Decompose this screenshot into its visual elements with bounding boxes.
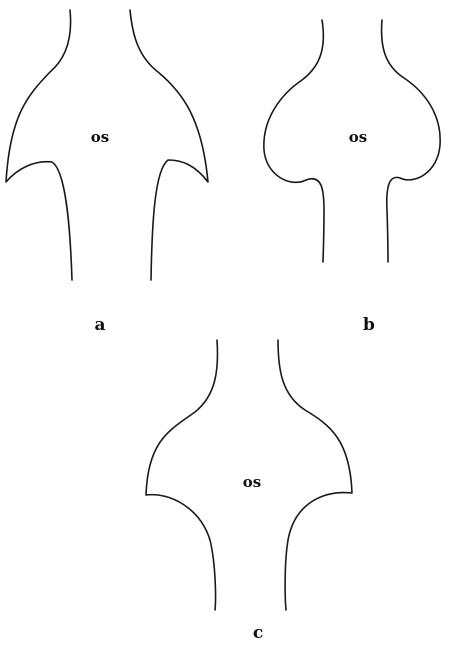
panel-a-caption: a <box>94 315 105 335</box>
panel-b-right-wall <box>382 20 441 262</box>
panel-b-caption: b <box>363 315 375 335</box>
panel-c-caption: c <box>253 623 263 643</box>
panel-c-right-wall <box>278 340 352 610</box>
panel-c-os-label: os <box>243 473 261 491</box>
panel-c-left-wall <box>146 340 218 610</box>
panel-a-left-wall <box>6 10 72 280</box>
panel-a-os-label: os <box>91 128 109 146</box>
panel-a: os a <box>6 10 208 335</box>
panel-c: os c <box>146 340 352 643</box>
panel-b: os b <box>264 20 440 335</box>
panel-a-right-wall <box>130 10 208 280</box>
panel-b-os-label: os <box>349 128 367 146</box>
panel-b-left-wall <box>264 20 324 262</box>
